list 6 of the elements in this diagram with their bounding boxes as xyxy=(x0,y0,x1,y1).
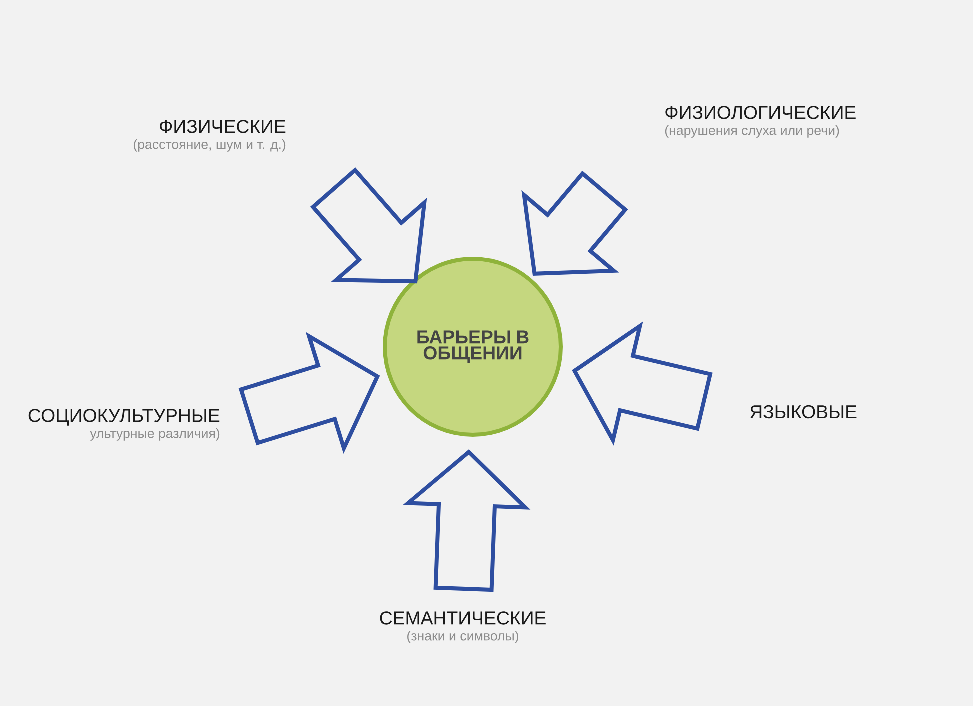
text-label: ФИЗИОЛОГИЧЕСКИЕ (нарушения слуха или речи) xyxy=(665,106,856,138)
text-label: ЯЗЫКОВЫЕ xyxy=(750,405,857,419)
text-label: ФИЗИЧЕСКИЕ (расстояние, шум и т. д.) xyxy=(134,120,286,152)
text-label: СОЦИОКУЛЬТУРНЫЕ ультурные различия) xyxy=(28,409,220,441)
text-label: СЕМАНТИЧЕСКИЕ (знаки и символы) xyxy=(380,612,546,644)
block-arrow xyxy=(403,450,531,592)
